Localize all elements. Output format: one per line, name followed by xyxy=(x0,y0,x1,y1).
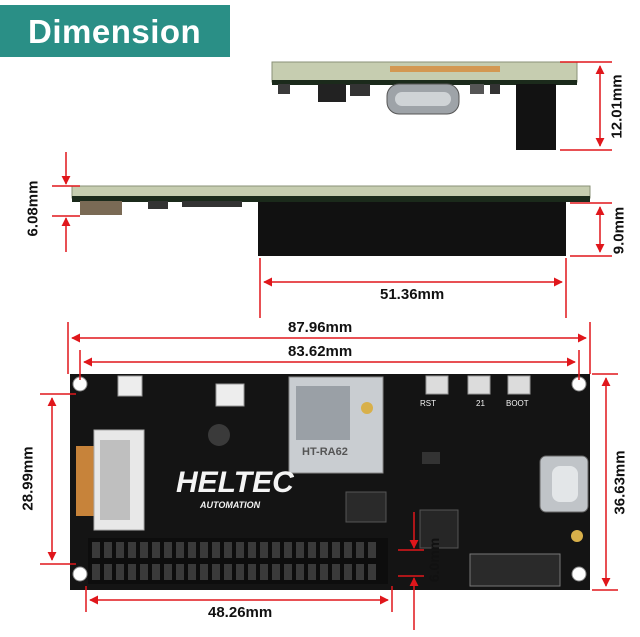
dim-total-length: 87.96mm xyxy=(288,319,353,336)
module-label: HT-RA62 xyxy=(302,446,348,458)
dim-connector-offset: 6.0mm xyxy=(426,537,443,583)
board-top-view xyxy=(70,374,590,590)
dim-header-height: 9.0mm xyxy=(610,206,628,255)
dim-header-pitch-length: 48.26mm xyxy=(208,604,273,621)
button-label-boot: BOOT xyxy=(506,399,529,408)
side-view-top xyxy=(271,61,578,150)
brand-subtitle: AUTOMATION xyxy=(200,500,261,510)
dimension-banner: Dimension xyxy=(0,5,230,57)
dim-side-bottom-height: 6.08mm xyxy=(24,180,42,237)
dim-total-width: 36.63mm xyxy=(611,450,629,515)
dim-hole-spacing-length: 83.62mm xyxy=(288,343,353,360)
brand-logo: HELTEC xyxy=(176,466,294,499)
side-view-bottom xyxy=(71,185,591,256)
banner-title: Dimension xyxy=(28,13,202,50)
dim-side-top-height: 12.01mm xyxy=(608,74,626,139)
button-label-rst: RST xyxy=(420,399,436,408)
dim-hole-spacing-width: 28.99mm xyxy=(19,446,37,511)
button-label-21: 21 xyxy=(476,399,485,408)
dim-header-length: 51.36mm xyxy=(380,286,445,303)
